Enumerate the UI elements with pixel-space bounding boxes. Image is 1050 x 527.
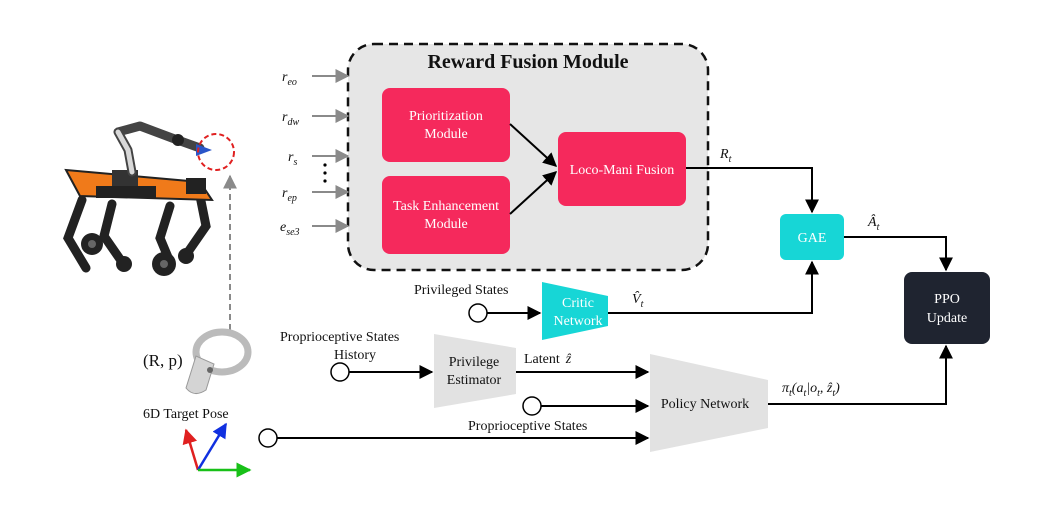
ppo-update-block: [904, 272, 990, 344]
privileged-states-label: Privileged States: [414, 283, 509, 298]
privilege-estimator-block: [434, 334, 516, 408]
privileged-states-node: [468, 303, 488, 323]
proprio-history-label-1: Proprioceptive States: [280, 330, 399, 345]
ppo-label-1: PPO: [934, 292, 960, 307]
reward-inputs: [312, 69, 350, 233]
end-effector-target-circle: [197, 133, 235, 171]
policy-network-block: [650, 354, 768, 452]
reward-to-gae-arrow: [686, 167, 819, 214]
task-enhancement-module: [382, 176, 510, 254]
gae-block: [780, 214, 844, 260]
task-enhancement-label-2: Module: [424, 217, 468, 232]
policy-to-ppo-arrow: [768, 344, 953, 405]
prioritization-to-fusion-arrow: [509, 123, 558, 167]
reward-input-r-dw: rdw: [282, 110, 299, 128]
advantage-at-label: Ât: [867, 213, 880, 233]
coordinate-axes-icon: [182, 422, 252, 478]
advantage-to-ppo-arrow: [844, 236, 953, 272]
critic-network-block: [542, 282, 608, 340]
critic-label-2: Network: [554, 314, 603, 329]
value-vt-label: V̂t: [632, 291, 644, 310]
prioritization-label-1: Prioritization: [409, 109, 483, 124]
estimator-label-1: Privilege: [449, 355, 500, 370]
reward-input-r-ep: rep: [282, 186, 297, 204]
target-pose-node: [258, 428, 278, 448]
loco-mani-fusion: [558, 132, 686, 206]
policy-expression-label: πt(at|ot, ẑt): [782, 381, 840, 399]
target-pose-label: 6D Target Pose: [143, 407, 229, 422]
module-title: Reward Fusion Module: [427, 51, 628, 73]
gae-label: GAE: [798, 231, 827, 246]
reward-rt-label: Rt: [719, 147, 732, 165]
reward-input-r-eo: reo: [282, 70, 297, 88]
proprio-history-node: [330, 362, 350, 382]
proprio-states-label: Proprioceptive States: [468, 419, 587, 434]
proprio-history-label-2: History: [334, 348, 376, 363]
prioritization-module: [382, 88, 510, 162]
reward-input-e-se3: ese3: [280, 220, 300, 238]
robot-illustration: [63, 121, 214, 276]
ppo-label-2: Update: [927, 311, 967, 326]
vr-controller-icon: [185, 328, 252, 394]
task-to-fusion-arrow: [509, 171, 558, 215]
policy-input-node: [522, 396, 542, 416]
value-to-gae-arrow: [608, 260, 819, 314]
estimator-label-2: Estimator: [447, 373, 502, 388]
prioritization-label-2: Module: [424, 127, 468, 142]
loco-mani-fusion-label: Loco-Mani Fusion: [570, 163, 675, 178]
task-enhancement-label-1: Task Enhancement: [393, 199, 499, 214]
critic-label-1: Critic: [562, 296, 594, 311]
pose-label: (R, p): [143, 351, 183, 370]
policy-network-label: Policy Network: [661, 397, 749, 412]
reward-input-r-s: rs: [288, 150, 297, 168]
